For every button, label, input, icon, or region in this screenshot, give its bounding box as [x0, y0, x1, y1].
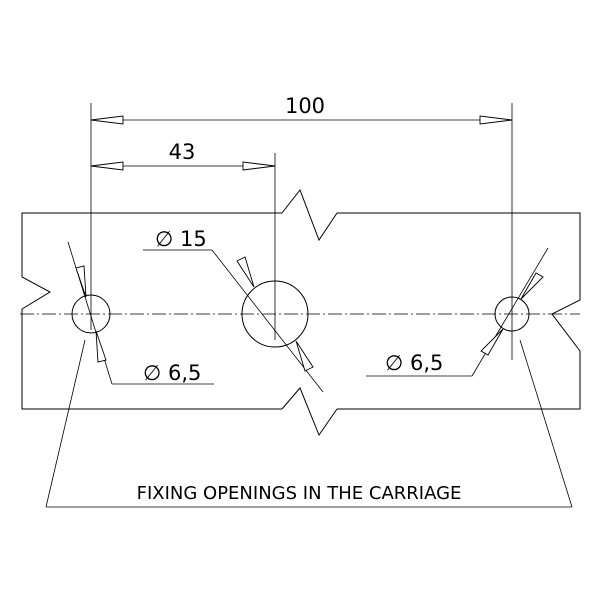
arrow-center-hole-bottom [295, 340, 314, 372]
diameter-symbol-center: ∅ [155, 227, 173, 251]
dimension-to-center-label: 43 [169, 140, 196, 164]
dimension-right-hole-label: 6,5 [410, 351, 443, 375]
arrow-center-right [242, 161, 276, 171]
break-line-bottom [281, 387, 338, 437]
caption-leader-right [519, 339, 573, 508]
diameter-symbol-left: ∅ [143, 361, 161, 385]
diameter-symbol-right: ∅ [385, 351, 403, 375]
leader-right-hole-diagonal [471, 247, 549, 377]
arrow-overall-right [479, 115, 513, 125]
arrow-right-hole-bottom [480, 328, 504, 356]
caption-text: FIXING OPENINGS IN THE CARRIAGE [137, 483, 462, 504]
leader-left-hole-diagonal [67, 241, 113, 385]
dimension-left-hole-label: 6,5 [168, 361, 201, 385]
dimension-center-hole-label: 15 [180, 227, 207, 251]
carriage-plate-left-outline [21, 212, 282, 410]
carriage-plate-right-outline [337, 212, 581, 410]
break-line-top [281, 188, 338, 242]
arrow-center-hole-top [236, 256, 255, 288]
arrow-overall-left [90, 115, 124, 125]
arrow-left-hole-top [75, 265, 87, 298]
arrow-center-left [90, 161, 124, 171]
dimension-overall-label: 100 [285, 94, 325, 118]
caption-leader-left [45, 339, 86, 508]
arrow-left-hole-bottom [95, 330, 107, 363]
arrow-right-hole-top [520, 272, 544, 300]
